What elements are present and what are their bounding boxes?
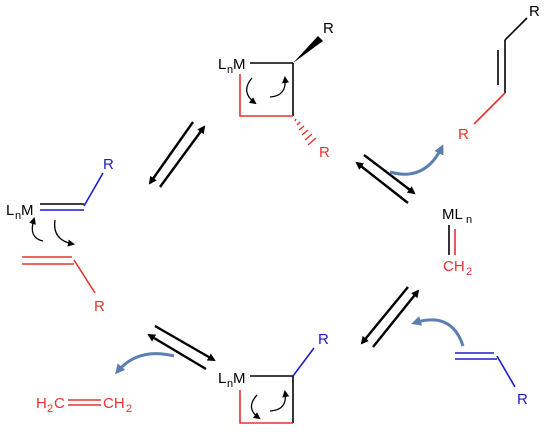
methylidene-ch-label: CH [443,258,465,275]
top-ln-label: L [218,56,226,73]
byproduct-ch-label: CH [103,395,125,412]
top-curved-arrow-left [246,77,257,105]
bottom-ln-subscript: n [227,378,233,390]
top-metallacycle: L n M R R [218,20,334,161]
incoming-bond-r [496,355,516,388]
ethylene-byproduct: H 2 C CH 2 [36,395,132,415]
eq-arrow-upper-right-b [363,154,416,195]
ethylene-r-red: R [94,298,105,315]
alkylidene-r-blue: R [103,156,114,173]
product-release-arrow [389,144,444,176]
metal-methylidene: ML n CH 2 [442,206,472,278]
ethylene-release-arrow [115,352,175,375]
eq-arrow-lower-right-a [360,286,409,345]
top-metal-label: M [233,56,246,73]
product-bond-red [473,92,506,125]
bottom-red-bonds [239,390,293,424]
bottom-curved-arrow-left [250,394,261,420]
alkylidene-curved-arrow-left [29,217,44,242]
bottom-r-blue: R [318,331,329,348]
eq-arrow-upper-left-a [148,121,194,185]
byproduct-h-label: H [36,395,47,412]
incoming-alkene: R [455,352,528,408]
incoming-r-blue: R [517,391,528,408]
byproduct-2-subscript-left: 2 [47,403,53,415]
bottom-ln-label: L [218,370,226,387]
top-wedge-bond [293,36,323,63]
alkylidene-ln-label: L [6,202,14,219]
eq-arrow-upper-left-b [159,125,206,188]
bottom-curved-arrow-right [269,390,290,412]
bottom-bond-r [292,347,315,377]
product-r-red: R [458,126,469,143]
top-red-bonds [239,74,293,117]
methylidene-2-subscript: 2 [466,266,472,278]
eq-arrow-lower-left-a [154,324,216,362]
methylidene-ml-label: ML [442,206,463,223]
metal-alkylidene: L n M R R [6,156,114,315]
top-r-red: R [319,144,330,161]
top-hash-bond [294,118,317,146]
product-alkene: R R [458,3,540,143]
eq-arrow-upper-right-a [355,161,409,204]
byproduct-c-label: C [54,395,65,412]
alkylidene-curved-arrow-right [53,219,75,247]
bottom-metal-label: M [233,370,246,387]
methylidene-n-subscript: n [466,214,472,226]
alkylidene-bond-r [83,172,104,207]
eq-arrow-lower-right-b [372,289,420,348]
bottom-metallacycle: L n M R [218,331,329,424]
alkylidene-n-subscript: n [15,210,21,222]
top-ln-subscript: n [227,64,233,76]
eq-arrow-lower-left-b [147,333,207,371]
top-r-black: R [323,20,334,37]
equilibrium-arrows [147,121,420,371]
product-r-black: R [529,3,540,20]
ethylene-bond-r [73,259,96,294]
alkene-entry-arrow [411,316,465,347]
product-bond-r [504,17,528,41]
top-curved-arrow-right [269,76,290,98]
alkylidene-metal-label: M [21,202,34,219]
byproduct-2-subscript-right: 2 [126,403,132,415]
